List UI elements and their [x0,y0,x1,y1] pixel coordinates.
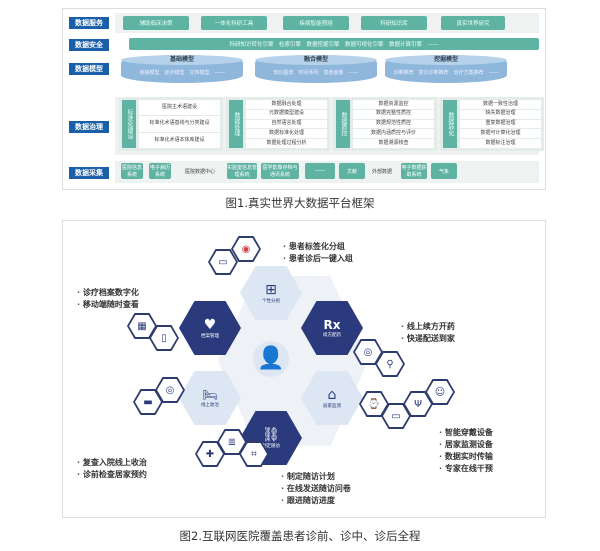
service-item: 辅助临床决策 [123,16,189,30]
governance-item: 缺失数据治理 [460,109,541,119]
monitor-icon: ▭ [383,405,409,427]
collection-band: 医院信息系统 电子病历系统 医院数据中心 实验室信息管理系统 医学影像存档与通讯… [115,161,539,183]
governance-group: 数据处理数据融合处理元数据模型建设自然语言处理数据标准化处理数据处理过程分析 [226,97,330,151]
pill-icon: ◎ [355,341,381,363]
governance-item: 医院主术语建设 [139,100,220,116]
governance-item: 元数据模型建设 [246,109,327,119]
bullets-admission: 复查入院线上收治诊前检查居家预约 [77,457,147,481]
icon-hex: ◎ [155,377,185,403]
source-lis: 实验室信息管理系统 [227,163,258,179]
icon-hex: ▯ [149,325,179,351]
rx-icon: Rx [323,318,341,332]
row-label-governance: 数据治理 [69,121,109,133]
target-icon: ◎ [157,379,183,401]
binoculars-icon: ⛓ [262,427,280,443]
document-icon: ≣ [219,431,245,453]
model-mining: 挖掘模型诊断推荐 复诊诊断推荐 治疗方案推荐 —— [385,55,507,83]
watch-icon: ⌚ [361,393,387,415]
source-datacenter: 医院数据中心 [184,168,215,175]
governance-item: 数据一致性治理 [460,100,541,109]
basket-icon: ▭ [210,251,236,273]
governance-item: 标准化术语基线与分类建设 [139,116,220,132]
source-weather: 气象 [431,163,457,179]
figure1-caption: 图1.真实世界大数据平台框架 [225,196,375,210]
governance-item: 数据融合处理 [246,100,327,109]
hex-home-monitoring: ⌂居家监测 [301,371,363,425]
source-his: 医院信息系统 [121,163,143,179]
platform-framework-figure: 数据服务 辅助临床决策 一体化科研工具 疾病智能预测 科研知识库 真实世界研究 … [62,8,546,190]
governance-band: 标准化建设医院主术语建设标准化术语基线与分类建设标准化术语本体库建设数据处理数据… [115,97,544,155]
bullets-followup: 制定随访计划在线发送随访问卷跟进随访进度 [281,471,351,507]
service-band: 辅助临床决策 一体化科研工具 疾病智能预测 科研知识库 真实世界研究 [115,13,539,33]
icon-hex: ◎ [353,339,383,365]
bullets-prescription: 线上续方开药快递配送到家 [401,321,455,345]
governance-title: 数据转化 [443,100,457,148]
folder-heart-icon: ♥ [203,317,217,333]
medkit-icon: ✚ [197,443,223,465]
governance-item: 数据标注治理 [460,139,541,148]
governance-item: 标准化术语本体库建设 [139,132,220,148]
governance-group: 数据转化数据一致性治理缺失数据治理重复数据治理数据可计算化治理数据标注治理 [440,97,544,151]
source-edc: 电子数据获取系统 [401,163,427,179]
model-basic: 基础模型疾病模型 症状模型 文档模型 —— [121,55,243,83]
governance-group: 标准化建设医院主术语建设标准化术语基线与分类建设标准化术语本体库建设 [119,97,223,151]
bed-small-icon: ▬ [135,391,161,413]
tag-icon: ◉ [233,238,259,260]
org-chart-icon: ⊞ [265,282,277,298]
bullets-monitoring: 智能穿戴设备居家监测设备数据实时传输专家在线干预 [439,427,493,475]
governance-item: 数据完整性质控 [353,109,434,119]
icon-hex: ⌗ [239,441,269,467]
source-literature: 文献 [339,163,365,179]
row-label-service: 数据服务 [69,17,109,29]
figure2-caption: 图2.互联网医院覆盖患者诊前、诊中、诊后全程 [179,529,421,543]
governance-title: 标准化建设 [122,100,136,148]
icon-hex: ▬ [133,389,163,415]
home-icon: ⌂ [327,387,337,403]
bed-icon: 🛏 [202,388,218,402]
source-pacs: 医学影像存档与通讯系统 [261,163,299,179]
row-label-security: 数据安全 [69,39,109,51]
window-icon: ▦ [129,315,155,337]
governance-title: 数据质控 [336,100,350,148]
icon-hex: ▦ [127,313,157,339]
row-label-collection: 数据采集 [69,167,109,179]
service-item: 真实世界研究 [441,16,505,30]
governance-item: 数据溯源核查 [353,139,434,148]
governance-item: 自然语言处理 [246,119,327,129]
scan-icon: ⌗ [241,443,267,465]
service-item: 疾病智能预测 [283,16,349,30]
governance-item: 数据资源监控 [353,100,434,109]
governance-item: 数据处理过程分析 [246,139,327,148]
governance-item: 数据规范性质控 [353,119,434,129]
source-more: —— [305,163,335,179]
usb-icon: Ψ [405,393,431,415]
icon-hex: ⚲ [375,351,405,377]
service-item: 一体化科研工具 [201,16,267,30]
delivery-icon: ⚲ [377,353,403,375]
bullets-grouping: 患者标签化分组患者诊后一键入组 [283,241,353,265]
governance-item: 数据可计算化治理 [460,129,541,139]
bullets-records: 诊疗档案数字化移动端随时查看 [77,287,139,311]
doctor-avatar: 👤 [253,341,289,377]
row-label-model: 数据模型 [69,63,109,75]
governance-group: 数据质控数据资源监控数据完整性质控数据规范性质控数据内涵质控与评价数据溯源核查 [333,97,437,151]
governance-item: 重复数据治理 [460,119,541,129]
model-fusion: 融合模型知识图谱 时间序列 患者画像 —— [255,55,377,83]
icon-hex: ☺ [425,379,455,405]
governance-title: 数据处理 [229,100,243,148]
expert-icon: ☺ [427,381,453,403]
governance-item: 数据标准化处理 [246,129,327,139]
governance-item: 数据内涵质控与评价 [353,129,434,139]
icon-hex: ▭ [381,403,411,429]
source-external: 外部数据 [371,168,392,175]
service-item: 科研知识库 [361,16,427,30]
tablet-icon: ▯ [151,327,177,349]
source-emr: 电子病历系统 [149,163,171,179]
security-bar: 科研知识转化引擎 检索引擎 数据挖掘引擎 数据可视化引擎 数据计算引擎 —— [129,38,539,50]
